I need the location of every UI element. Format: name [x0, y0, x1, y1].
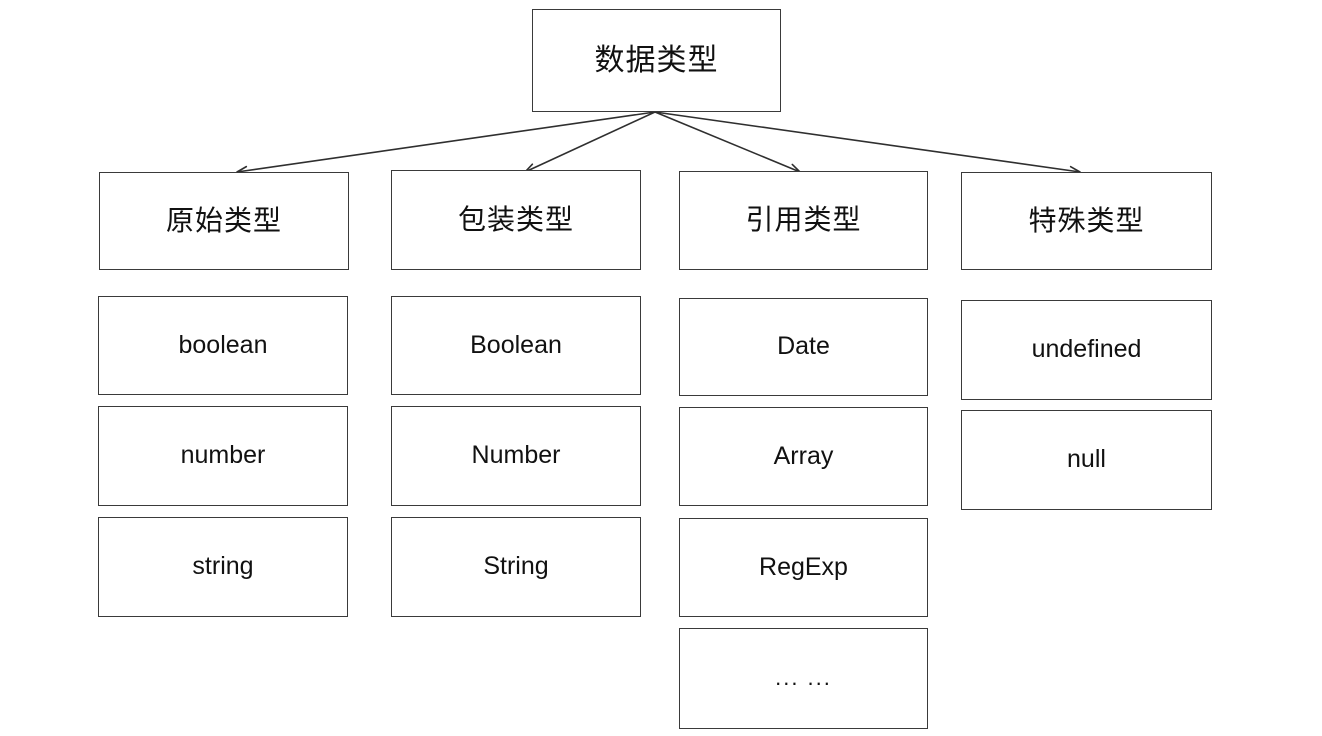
leaf-node-number-wrapper[interactable]: Number: [391, 406, 641, 506]
category-node-primitive[interactable]: 原始类型: [99, 172, 349, 270]
category-node-reference[interactable]: 引用类型: [679, 171, 928, 270]
leaf-node-null[interactable]: null: [961, 410, 1212, 510]
category-node-special[interactable]: 特殊类型: [961, 172, 1212, 270]
leaf-node-number[interactable]: number: [98, 406, 348, 506]
leaf-node-array[interactable]: Array: [679, 407, 928, 506]
leaf-node-boolean[interactable]: boolean: [98, 296, 348, 395]
leaf-node-date[interactable]: Date: [679, 298, 928, 396]
leaf-node-undefined[interactable]: undefined: [961, 300, 1212, 400]
leaf-node-regexp[interactable]: RegExp: [679, 518, 928, 617]
leaf-node-string[interactable]: string: [98, 517, 348, 617]
leaf-node-string-wrapper[interactable]: String: [391, 517, 641, 617]
category-node-wrapper[interactable]: 包装类型: [391, 170, 641, 270]
leaf-node-boolean-wrapper[interactable]: Boolean: [391, 296, 641, 395]
leaf-node-ellipsis[interactable]: ... ...: [679, 628, 928, 729]
root-node-data-types[interactable]: 数据类型: [532, 9, 781, 112]
